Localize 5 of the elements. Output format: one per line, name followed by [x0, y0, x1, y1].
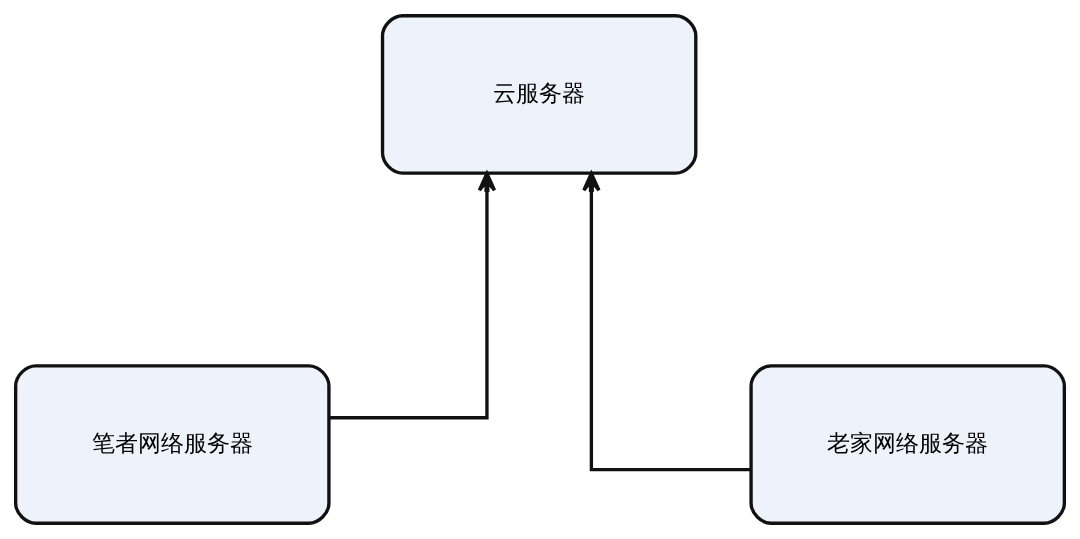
node-box: 笔者网络服务器 — [13, 364, 331, 525]
arrow — [329, 171, 497, 420]
node-box: 云服务器 — [380, 14, 698, 175]
node-box: 老家网络服务器 — [749, 364, 1067, 525]
arrow — [582, 171, 751, 472]
